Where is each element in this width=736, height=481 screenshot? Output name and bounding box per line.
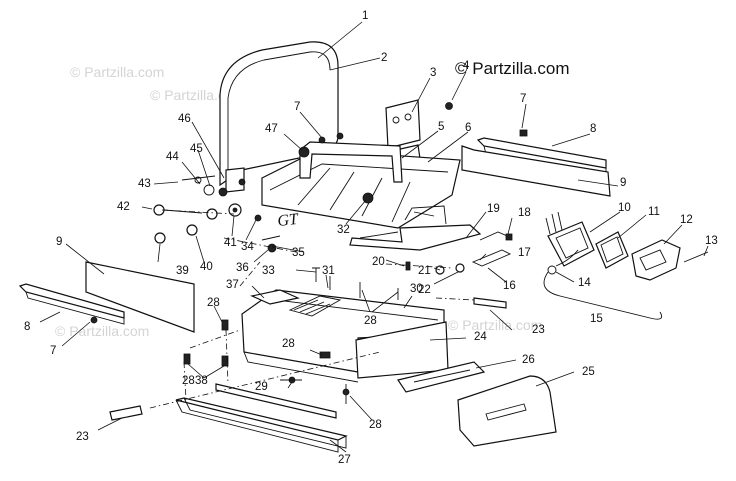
callout-2: 2 [381,52,387,64]
callout-28-bottom-left: 28 [182,375,195,387]
callout-28-left: 28 [207,297,220,309]
callout-37: 37 [226,279,239,291]
callout-5: 5 [438,121,444,133]
callout-28-center: 28 [364,315,377,327]
callout-45: 45 [190,143,203,155]
callout-22: 22 [418,284,431,296]
watermark-mid-left: © Partzilla.com [55,323,149,339]
rack-decal: GT [277,211,300,230]
callout-20: 20 [372,256,385,268]
callout-35: 35 [292,247,305,259]
callout-8-left: 8 [24,321,30,333]
callout-34: 34 [241,241,254,253]
wire-harness [543,271,663,320]
callout-numbers: 1 2 3 4 5 6 7 7 7 8 8 9 9 10 11 12 13 14… [24,10,718,466]
callout-31: 31 [322,265,335,277]
callout-36: 36 [236,262,249,274]
callout-10: 10 [618,202,631,214]
watermark-mid-right: © Partzilla.com [448,317,542,333]
callout-42: 42 [117,201,130,213]
rear-rack [261,141,482,251]
callout-47: 47 [265,123,278,135]
callout-26: 26 [522,354,535,366]
callout-9-left: 9 [56,236,62,248]
callout-39: 39 [176,265,189,277]
callout-29: 29 [255,381,268,393]
callout-18: 18 [518,207,531,219]
brand-logo: © Partzilla.com [455,59,570,78]
trim-strips [109,297,507,421]
callout-6: 6 [465,122,471,134]
callout-12: 12 [680,214,693,226]
fasteners-left [153,102,528,275]
callout-32: 32 [337,224,350,236]
mounting-plates [250,289,557,447]
left-rail-and-panel [18,261,195,333]
callout-9-right: 9 [620,177,626,189]
alignment-lines [149,209,475,409]
callout-23-left: 23 [76,431,89,443]
callout-24: 24 [474,331,487,343]
callout-7-upper-left: 7 [294,101,300,113]
callout-3: 3 [430,67,436,79]
tail-light-assembly [545,211,709,281]
leader-lines [39,21,709,453]
callout-23-right: 23 [532,324,545,336]
callout-38: 38 [195,375,208,387]
callout-17: 17 [518,247,531,259]
callout-44: 44 [166,151,179,163]
callout-21: 21 [418,265,431,277]
watermark-top-left: © Partzilla.com [70,64,164,80]
callout-25: 25 [582,366,595,378]
callout-8-right: 8 [590,123,596,135]
callout-28-bottom: 28 [369,419,382,431]
callout-40: 40 [200,261,213,273]
callout-7-upper-right: 7 [520,93,526,105]
callout-7-lower-left: 7 [50,345,56,357]
callout-15: 15 [590,313,603,325]
callout-43: 43 [138,178,151,190]
callout-19: 19 [487,203,500,215]
callout-11: 11 [648,206,660,218]
callout-14: 14 [578,277,591,289]
bottom-rails [175,383,348,453]
callout-41: 41 [224,237,237,249]
callout-4: 4 [463,60,470,72]
right-rail-and-panel [461,137,611,197]
bolts [183,267,399,404]
callout-28-mid: 28 [282,338,295,350]
callout-13: 13 [705,235,718,247]
callout-27: 27 [338,454,351,466]
callout-1: 1 [362,10,368,22]
callout-30: 30 [410,283,423,295]
callout-16: 16 [503,280,516,292]
callout-46: 46 [178,113,191,125]
callout-33: 33 [262,265,275,277]
